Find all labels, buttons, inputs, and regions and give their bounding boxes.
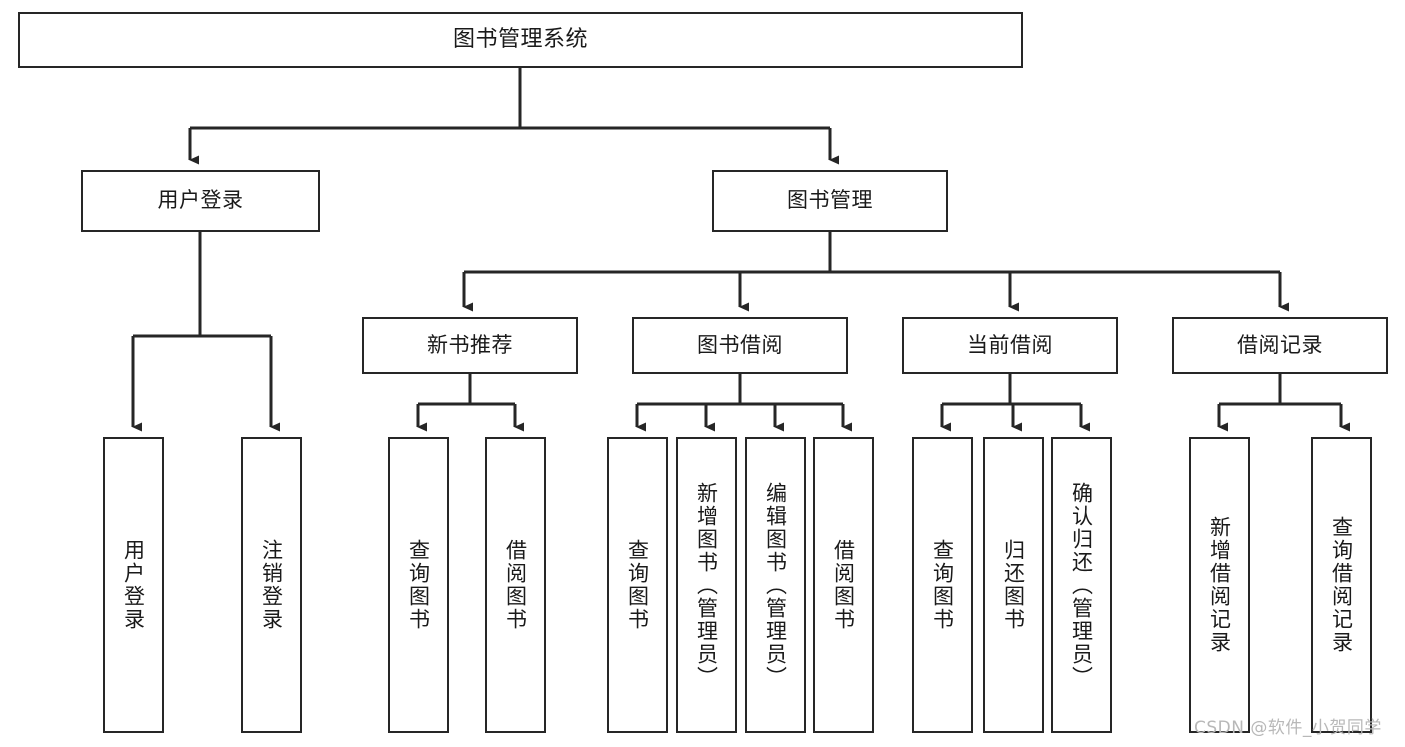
node-leaf-query-book-current[interactable]: 查询图书 — [912, 437, 973, 733]
node-root-system[interactable]: 图书管理系统 — [18, 12, 1023, 68]
node-leaf-borrow-book-recommend[interactable]: 借阅图书 — [485, 437, 546, 733]
node-label: 借阅图书 — [503, 539, 528, 631]
node-leaf-confirm-return[interactable]: 确认归还（管理员） — [1051, 437, 1112, 733]
node-current-borrow[interactable]: 当前借阅 — [902, 317, 1118, 374]
node-borrow-record[interactable]: 借阅记录 — [1172, 317, 1388, 374]
node-label: 新书推荐 — [427, 332, 513, 357]
node-label: 图书管理 — [787, 188, 873, 213]
node-leaf-return-book[interactable]: 归还图书 — [983, 437, 1044, 733]
node-leaf-add-borrow-record[interactable]: 新增借阅记录 — [1189, 437, 1250, 733]
node-leaf-query-borrow-record[interactable]: 查询借阅记录 — [1311, 437, 1372, 733]
node-leaf-add-book[interactable]: 新增图书（管理员） — [676, 437, 737, 733]
node-leaf-edit-book[interactable]: 编辑图书（管理员） — [745, 437, 806, 733]
node-label: 查询图书 — [930, 539, 955, 631]
node-label: 注销登录 — [259, 539, 284, 631]
node-label: 查询图书 — [406, 539, 431, 631]
node-label: 新增图书（管理员） — [694, 481, 719, 689]
node-user-login[interactable]: 用户登录 — [81, 170, 320, 232]
book-borrow-to-leaves-connector — [635, 374, 852, 432]
book-manage-to-level3-connector — [462, 232, 1289, 312]
node-leaf-query-book-borrow[interactable]: 查询图书 — [607, 437, 668, 733]
node-label: 图书借阅 — [697, 332, 783, 357]
node-label: 确认归还（管理员） — [1069, 481, 1094, 689]
node-leaf-user-logout[interactable]: 注销登录 — [241, 437, 302, 733]
node-label: 借阅记录 — [1237, 332, 1323, 357]
node-leaf-borrow-book[interactable]: 借阅图书 — [813, 437, 874, 733]
node-book-borrow[interactable]: 图书借阅 — [632, 317, 848, 374]
node-label: 当前借阅 — [967, 332, 1053, 357]
node-label: 图书管理系统 — [452, 26, 588, 52]
node-new-book-recommend[interactable]: 新书推荐 — [362, 317, 578, 374]
node-book-manage[interactable]: 图书管理 — [712, 170, 948, 232]
node-label: 借阅图书 — [831, 539, 856, 631]
borrow-record-to-leaves-connector — [1217, 374, 1350, 432]
node-leaf-user-login[interactable]: 用户登录 — [103, 437, 164, 733]
current-borrow-to-leaves-connector — [940, 374, 1090, 432]
csdn-watermark: CSDN @软件_小贺同学 — [1194, 718, 1382, 738]
new-book-recommend-to-leaves-connector — [416, 374, 524, 432]
node-label: 归还图书 — [1001, 539, 1026, 631]
root-to-level2-connector — [188, 68, 839, 165]
node-label: 查询借阅记录 — [1329, 516, 1354, 654]
node-label: 查询图书 — [625, 539, 650, 631]
node-label: 用户登录 — [121, 539, 146, 631]
user-login-to-leaves-connector — [131, 232, 280, 432]
node-label: 编辑图书（管理员） — [763, 481, 788, 689]
node-label: 新增借阅记录 — [1207, 516, 1232, 654]
node-label: 用户登录 — [157, 188, 244, 213]
node-leaf-query-book-recommend[interactable]: 查询图书 — [388, 437, 449, 733]
